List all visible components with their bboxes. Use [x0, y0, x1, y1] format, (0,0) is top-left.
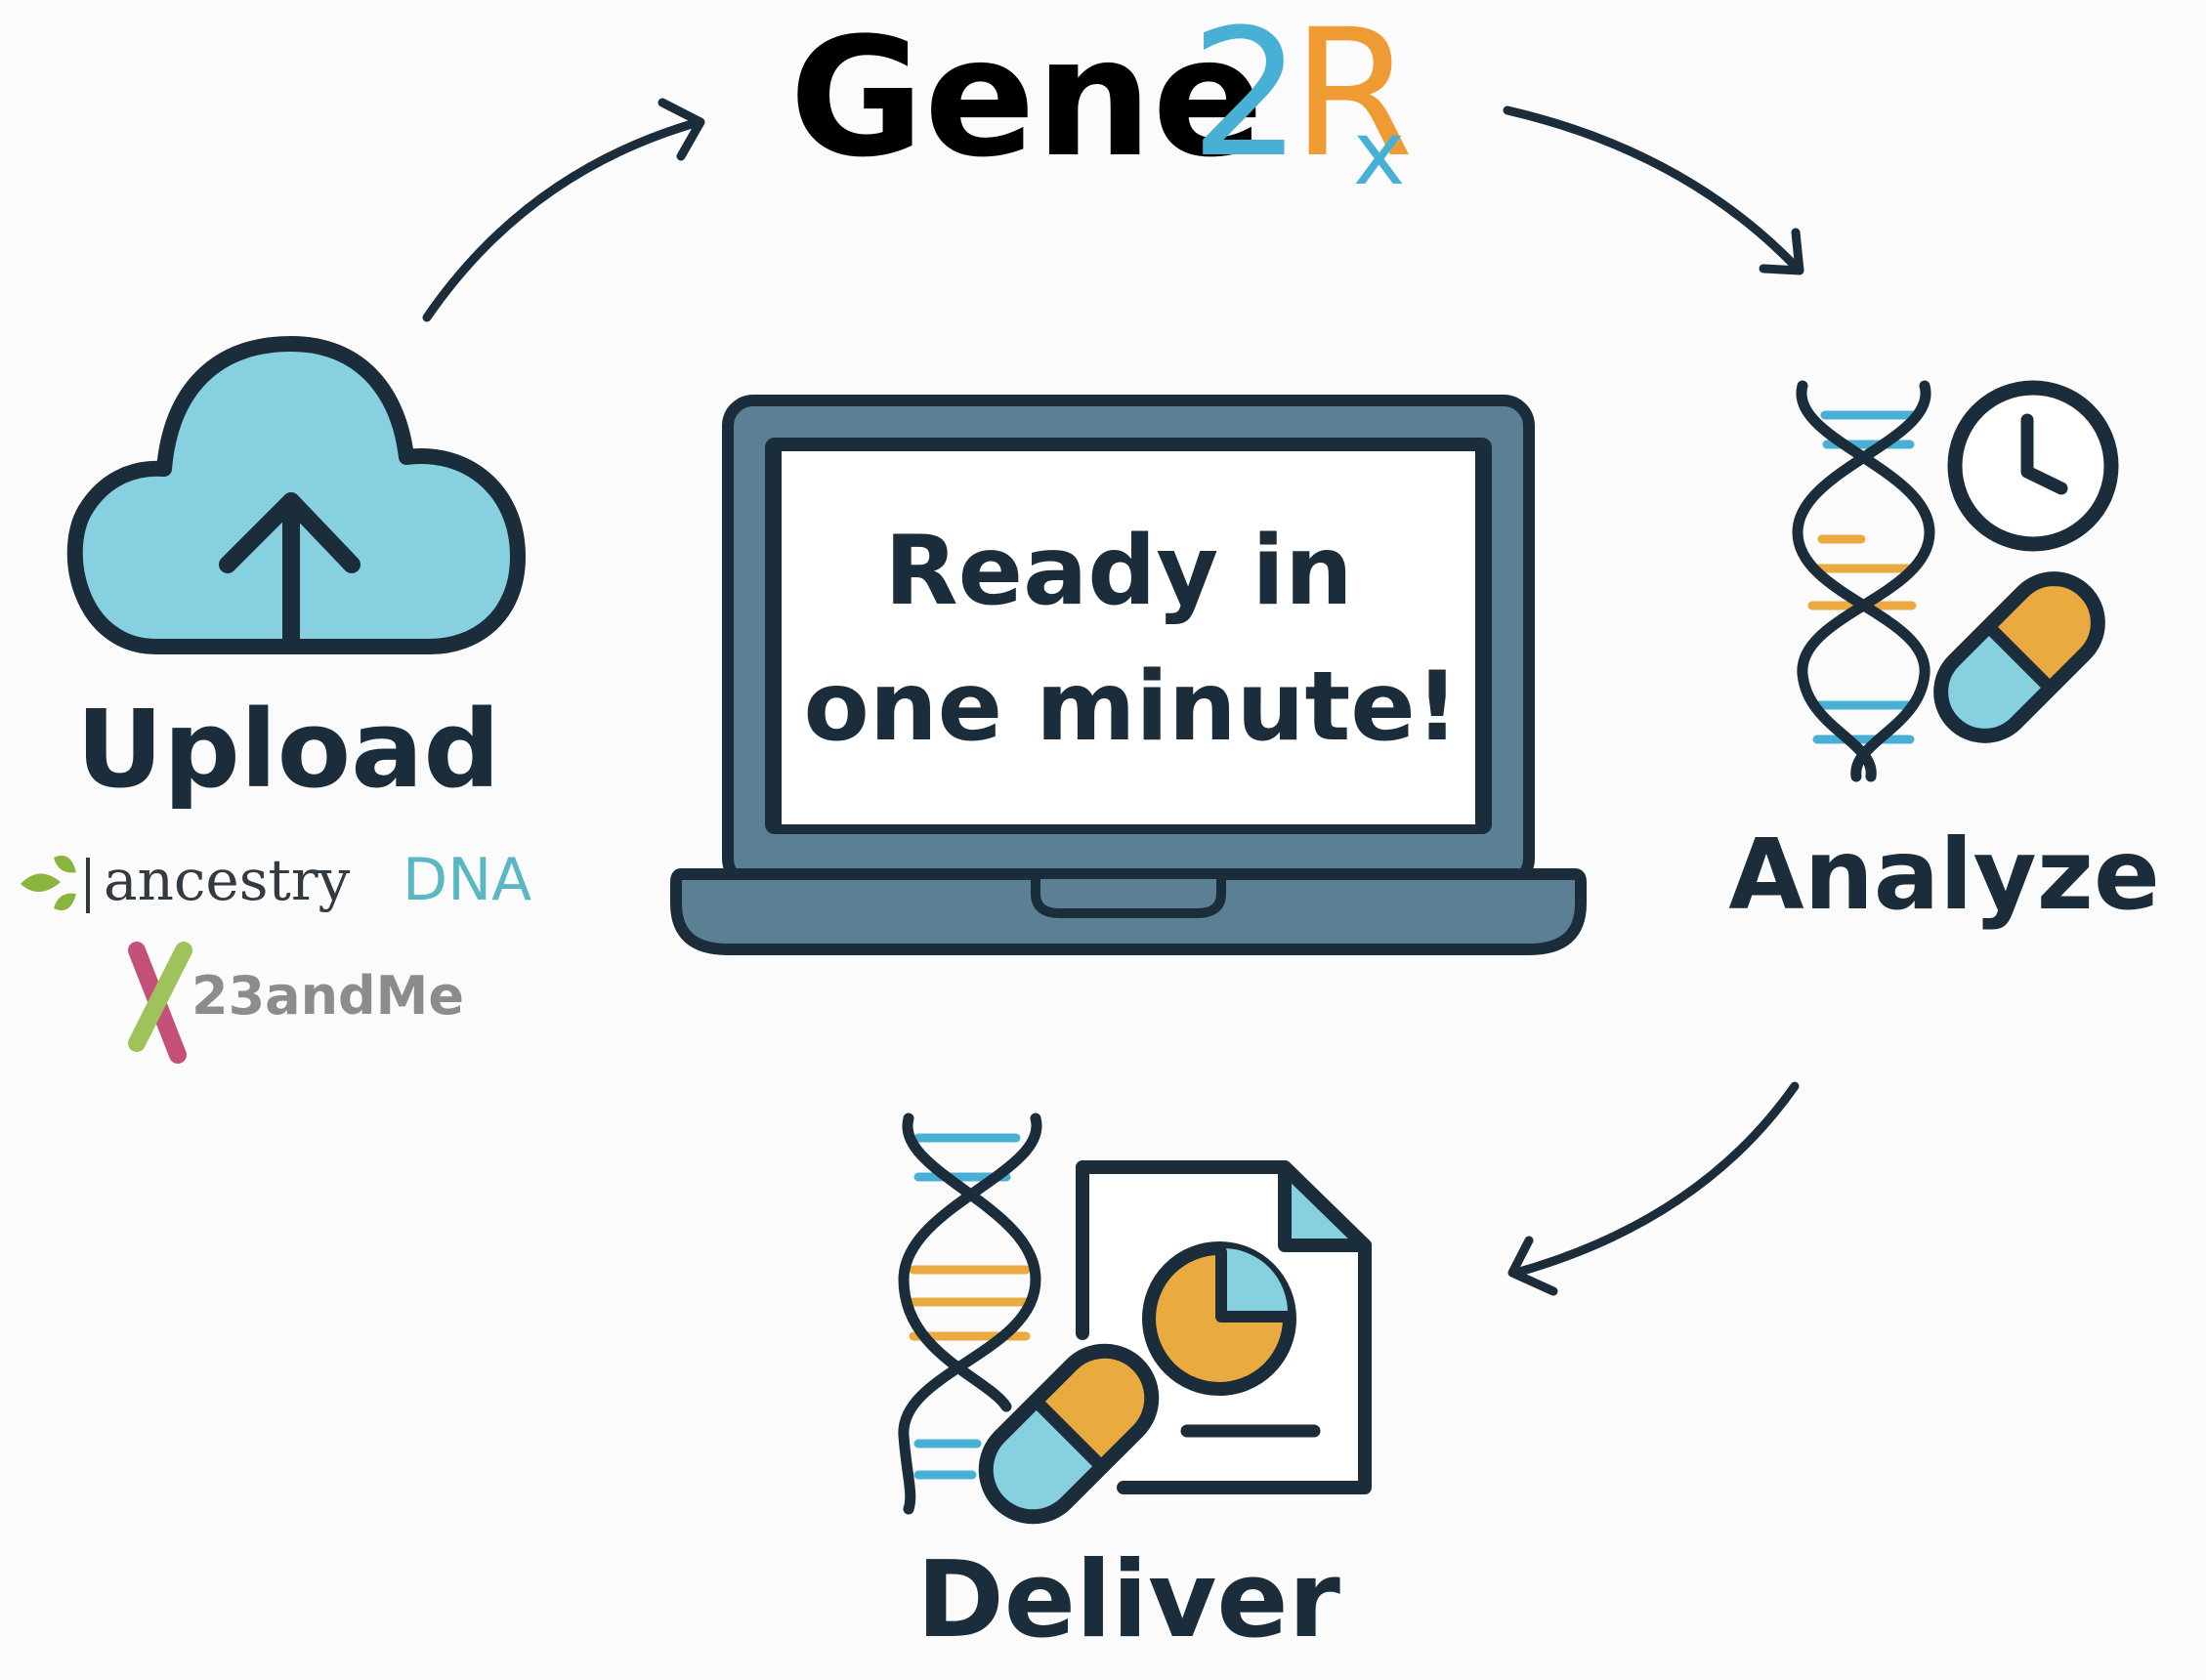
deliver-pill-capsule-icon: [978, 1343, 1160, 1525]
upload-label: Upload: [76, 687, 500, 812]
ancestry-dna-text: DNA: [403, 846, 531, 914]
ancestry-dna-logo: ancestry DNA: [21, 846, 531, 914]
flow-arrow-logo-to-analyze: [1503, 105, 1804, 275]
ancestry-leaf-icon: [21, 855, 90, 913]
pill-capsule-icon: [1933, 571, 2105, 743]
analyze-dna-helix-icon: [1792, 380, 1935, 782]
logo-2-text: 2: [1190, 0, 1302, 196]
twentythree-and-me-logo: 23andMe: [128, 942, 464, 1064]
pie-chart-icon: [1142, 1241, 1296, 1396]
flow-arrow-analyze-to-deliver: [1507, 1081, 1800, 1296]
ancestry-word-text: ancestry: [104, 847, 351, 913]
deliver-label: Deliver: [916, 1539, 1340, 1661]
analyze-label: Analyze: [1728, 818, 2160, 932]
chromosome-x-icon: [128, 942, 192, 1064]
logo-gene-text: Gene: [789, 2, 1263, 193]
screen-line-2: one minute!: [804, 651, 1460, 763]
deliver-dna-helix-icon: [898, 1113, 1042, 1515]
logo-x-text: x: [1353, 103, 1405, 205]
laptop-icon: [670, 395, 1587, 955]
logo-r-text: R: [1292, 0, 1414, 196]
flow-arrow-upload-to-logo: [422, 98, 705, 322]
screen-line-1: Ready in: [884, 516, 1353, 627]
gene2rx-logo: Gene 2 R x: [789, 0, 1414, 205]
cloud-upload-icon: [66, 336, 526, 654]
twentythree-and-me-text: 23andMe: [191, 965, 464, 1027]
clock-icon: [1947, 380, 2119, 552]
